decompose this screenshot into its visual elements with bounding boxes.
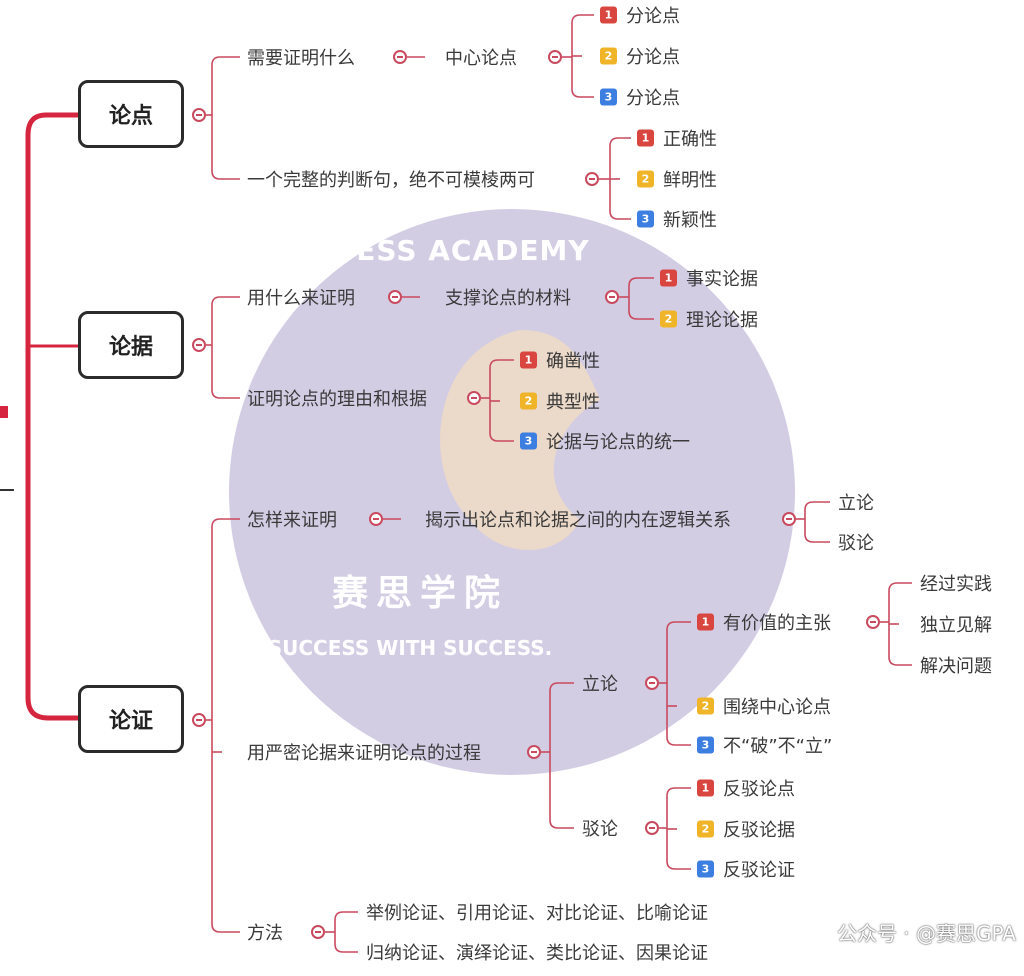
node-label: 有价值的主张 [723, 613, 831, 634]
bracket [628, 277, 654, 320]
badge-1-icon: 1 [520, 351, 537, 369]
bracket [211, 518, 240, 933]
node-label: 分论点 [626, 88, 680, 109]
node-label: 立论 [582, 674, 618, 695]
collapse-toggle-icon[interactable] [645, 676, 659, 690]
collapse-toggle-icon[interactable] [782, 512, 796, 526]
node-label: 解决问题 [920, 656, 992, 677]
node-label: 方法 [247, 923, 283, 944]
node-lunzheng[interactable]: 论证 [78, 685, 184, 753]
node-label: 围绕中心论点 [723, 697, 831, 718]
collapse-toggle-icon[interactable] [369, 512, 383, 526]
node-label: 用什么来证明 [247, 288, 355, 309]
node-lunju[interactable]: 论据 [78, 311, 184, 379]
node-label: 反驳论点 [723, 779, 795, 800]
node-label: 典型性 [546, 392, 600, 413]
badge-2-icon: 2 [637, 170, 654, 188]
collapse-toggle-icon[interactable] [585, 172, 599, 186]
badge-1-icon: 1 [697, 613, 714, 631]
badge-2-icon: 2 [697, 697, 714, 715]
node-lundian[interactable]: 论点 [78, 80, 184, 148]
node-label: 论据与论点的统一 [546, 432, 690, 453]
collapse-toggle-icon[interactable] [388, 290, 402, 304]
collapse-toggle-icon[interactable] [527, 745, 541, 759]
node-label: 鲜明性 [663, 170, 717, 191]
bracket [211, 296, 240, 399]
collapse-toggle-icon[interactable] [548, 50, 562, 64]
node-label: 中心论点 [445, 48, 517, 69]
node-label: 不“破”不“立” [723, 736, 833, 757]
badge-1-icon: 1 [600, 6, 617, 24]
badge-2-icon: 2 [660, 310, 677, 328]
node-label: 正确性 [663, 129, 717, 150]
node-label: 反驳论据 [723, 820, 795, 841]
badge-3-icon: 3 [697, 736, 714, 754]
badge-3-icon: 3 [600, 88, 617, 106]
node-label: 支撑论点的材料 [445, 288, 571, 309]
badge-2-icon: 2 [697, 820, 714, 838]
bracket [211, 56, 240, 180]
node-label: 分论点 [626, 6, 680, 27]
badge-3-icon: 3 [637, 210, 654, 228]
collapse-toggle-icon[interactable] [645, 821, 659, 835]
bracket [666, 621, 691, 746]
node-label: 揭示出论点和论据之间的内在逻辑关系 [425, 510, 731, 531]
node-label: 需要证明什么 [247, 48, 355, 69]
trunk-line [25, 112, 78, 721]
badge-1-icon: 1 [637, 129, 654, 147]
node-label: 反驳论证 [723, 860, 795, 881]
node-label: 证明论点的理由和根据 [247, 389, 427, 410]
node-label: 立论 [838, 493, 874, 514]
bracket [549, 682, 574, 829]
trunk-marker [0, 406, 8, 418]
badge-3-icon: 3 [520, 432, 537, 450]
badge-1-icon: 1 [697, 779, 714, 797]
node-label: 一个完整的判断句，绝不可模棱两可 [247, 170, 535, 191]
node-label: 驳论 [582, 819, 618, 840]
collapse-toggle-icon[interactable] [605, 290, 619, 304]
node-label: 事实论据 [686, 269, 758, 290]
collapse-toggle-icon[interactable] [192, 108, 206, 122]
node-label: 新颖性 [663, 210, 717, 231]
node-label: 确凿性 [546, 351, 600, 372]
node-label: 分论点 [626, 47, 680, 68]
collapse-toggle-icon[interactable] [866, 615, 880, 629]
badge-2-icon: 2 [520, 392, 537, 410]
badge-1-icon: 1 [660, 269, 677, 287]
node-label: 归纳论证、演绎论证、类比论证、因果论证 [366, 943, 708, 964]
collapse-toggle-icon[interactable] [467, 391, 481, 405]
node-label: 怎样来证明 [247, 510, 337, 531]
collapse-toggle-icon[interactable] [311, 925, 325, 939]
node-label: 驳论 [838, 533, 874, 554]
bracket [804, 501, 830, 543]
node-label: 独立见解 [920, 615, 992, 636]
badge-2-icon: 2 [600, 47, 617, 65]
node-label: 经过实践 [920, 574, 992, 595]
node-label: 理论论据 [686, 310, 758, 331]
node-label: 举例论证、引用论证、对比论证、比喻论证 [366, 903, 708, 924]
collapse-toggle-icon[interactable] [192, 713, 206, 727]
badge-3-icon: 3 [697, 860, 714, 878]
node-label: 用严密论据来证明论点的过程 [247, 743, 481, 764]
collapse-toggle-icon[interactable] [393, 50, 407, 64]
source-credit: 公众号 · @赛思GPA [836, 921, 1016, 946]
collapse-toggle-icon[interactable] [192, 338, 206, 352]
bracket [334, 911, 358, 953]
